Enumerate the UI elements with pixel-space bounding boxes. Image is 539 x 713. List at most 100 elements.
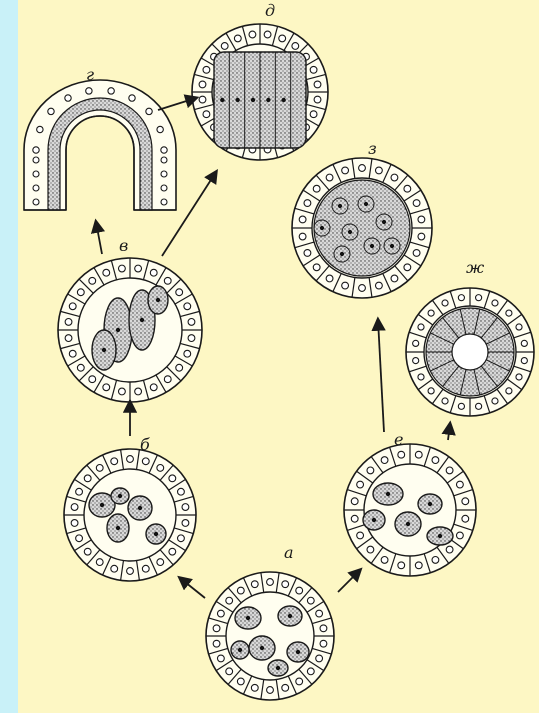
cell-nucleus: [169, 548, 176, 555]
cell-nucleus: [282, 684, 289, 691]
cell-nucleus: [100, 503, 104, 507]
cell-nucleus: [161, 157, 167, 163]
cell-nucleus: [307, 668, 314, 675]
cell-nucleus: [251, 581, 258, 588]
cell-nucleus: [357, 481, 364, 488]
cell-nucleus: [307, 597, 314, 604]
arrow-a-to-b: [180, 578, 205, 598]
dense-cell-mass: [314, 180, 410, 276]
stage-b-diagram: [64, 449, 196, 581]
stage-label-d: д: [265, 1, 275, 20]
cell-nucleus: [33, 185, 39, 191]
stage-label-z: з: [368, 139, 377, 158]
cell-nucleus: [176, 364, 183, 371]
cell-nucleus: [169, 475, 176, 482]
cell-nucleus: [367, 546, 374, 553]
cell-nucleus: [108, 88, 114, 94]
cell-nucleus: [299, 233, 306, 240]
cell-nucleus: [140, 318, 144, 322]
cell-nucleus: [251, 98, 255, 102]
cell-nucleus: [102, 348, 106, 352]
cell-nucleus: [267, 687, 274, 694]
cell-nucleus: [199, 81, 206, 88]
cell-nucleus: [506, 388, 512, 394]
cell-nucleus: [476, 295, 482, 301]
cell-nucleus: [376, 282, 383, 289]
cell-nucleus: [428, 388, 434, 394]
cell-nucleus: [376, 167, 383, 174]
cell-nucleus: [33, 171, 39, 177]
cell-nucleus: [386, 492, 390, 496]
cell-nucleus: [404, 185, 411, 192]
cell-nucleus: [418, 216, 425, 223]
cell-nucleus: [161, 185, 167, 191]
cell-nucleus: [320, 625, 327, 632]
cell-nucleus: [251, 684, 258, 691]
cell-nucleus: [359, 165, 366, 172]
cell-nucleus: [364, 202, 368, 206]
cell-nucleus: [391, 174, 398, 181]
cell-nucleus: [135, 388, 142, 395]
cell-nucleus: [310, 111, 317, 118]
arrow-e-to-z: [378, 320, 384, 432]
cell-nucleus: [33, 199, 39, 205]
cell-nucleus: [320, 226, 324, 230]
cell-nucleus: [521, 340, 527, 346]
cell-nucleus: [249, 31, 256, 38]
cell-nucleus: [119, 265, 126, 272]
cell-nucleus: [103, 269, 110, 276]
cell-nucleus: [316, 655, 323, 662]
cell-nucleus: [161, 147, 167, 153]
cell-nucleus: [292, 43, 299, 50]
cell-nucleus: [418, 324, 424, 330]
cell-nucleus: [116, 328, 120, 332]
cell-nucleus: [71, 520, 78, 527]
cell-nucleus: [235, 98, 239, 102]
cell-nucleus: [357, 532, 364, 539]
stage-label-e: е: [394, 430, 403, 449]
cell-nucleus: [462, 515, 469, 522]
cell-nucleus: [77, 364, 84, 371]
cell-nucleus: [184, 350, 191, 357]
stage-label-zh: ж: [466, 258, 485, 277]
stage-d-diagram: [192, 24, 328, 160]
cell-nucleus: [246, 616, 250, 620]
cell-nucleus: [188, 335, 195, 342]
cell-nucleus: [264, 31, 271, 38]
cell-nucleus: [313, 264, 320, 271]
cell-nucleus: [398, 562, 405, 569]
cell-nucleus: [164, 277, 171, 284]
arrow-v-to-g: [96, 222, 102, 254]
cell-nucleus: [446, 546, 453, 553]
cell-nucleus: [178, 535, 185, 542]
cell-nucleus: [367, 467, 374, 474]
cell-nucleus: [370, 244, 374, 248]
cell-nucleus: [398, 451, 405, 458]
cell-nucleus: [103, 384, 110, 391]
cell-nucleus: [226, 668, 233, 675]
cell-nucleus: [282, 581, 289, 588]
cell-nucleus: [157, 126, 163, 132]
cell-nucleus: [432, 556, 439, 563]
cell-nucleus: [279, 35, 286, 42]
arrow-e-to-zh: [448, 424, 450, 440]
cell-nucleus: [234, 35, 241, 42]
cell-nucleus: [313, 185, 320, 192]
cell-nucleus: [150, 384, 157, 391]
cell-nucleus: [442, 398, 448, 404]
cell-nucleus: [142, 565, 149, 572]
stage-label-a: а: [284, 543, 294, 562]
cell-nucleus: [96, 559, 103, 566]
cell-nucleus: [76, 488, 83, 495]
cell-nucleus: [69, 350, 76, 357]
cell-nucleus: [338, 204, 342, 208]
cell-nucleus: [267, 579, 274, 586]
cell-nucleus: [156, 298, 160, 302]
cell-nucleus: [65, 319, 72, 326]
cell-nucleus: [458, 295, 464, 301]
stage-label-g: г: [86, 65, 94, 84]
stage-zh-diagram: [406, 288, 534, 416]
cell-nucleus: [413, 200, 420, 207]
cell-nucleus: [314, 81, 321, 88]
cell-nucleus: [188, 319, 195, 326]
